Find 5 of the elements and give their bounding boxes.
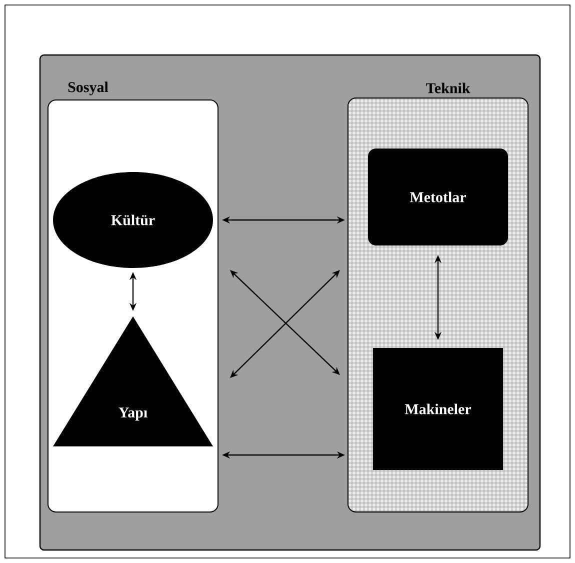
process-box: Metotlar [368,148,508,246]
process-box: Makineler [373,348,503,470]
node-label: Sosyal [68,82,108,96]
node-label: Teknik [426,82,470,94]
triangle: Yapı [53,316,213,446]
